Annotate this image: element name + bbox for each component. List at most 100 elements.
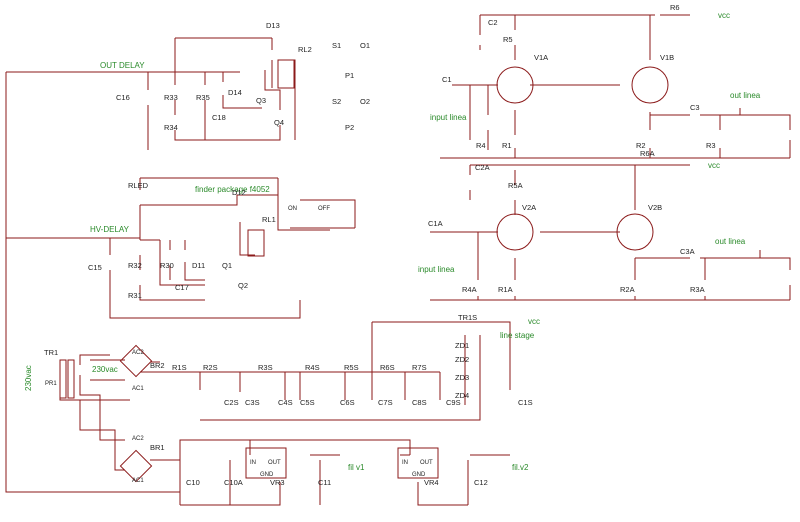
component-labels: C1 C2 C3 C1A C2A C3A R1 R2 R3 R4 R5 R6 R… bbox=[44, 3, 716, 487]
label-c3a: C3A bbox=[680, 247, 695, 256]
label-p2: P2 bbox=[345, 123, 354, 132]
label-ac2: AC2 bbox=[132, 350, 144, 356]
label-c1a: C1A bbox=[428, 219, 443, 228]
label-q2: Q2 bbox=[238, 281, 248, 290]
label-vcc-2: vcc bbox=[708, 161, 720, 170]
tube-v2a bbox=[496, 213, 534, 251]
label-c4s: C4S bbox=[278, 398, 293, 407]
relay-rl2-coil bbox=[277, 59, 295, 89]
label-c15: C15 bbox=[88, 263, 102, 272]
label-zd2: ZD2 bbox=[455, 355, 469, 364]
label-c6s: C6S bbox=[340, 398, 355, 407]
label-r7s: R7S bbox=[412, 363, 427, 372]
label-rl2: RL2 bbox=[298, 45, 312, 54]
label-out-delay: OUT DELAY bbox=[100, 61, 145, 70]
label-r5a: R5A bbox=[508, 181, 523, 190]
label-r31: R31 bbox=[128, 291, 142, 300]
label-r30: R30 bbox=[160, 261, 174, 270]
label-r3s: R3S bbox=[258, 363, 273, 372]
label-r4a: R4A bbox=[462, 285, 477, 294]
label-v1b: V1B bbox=[660, 53, 674, 62]
label-vr3-out: OUT bbox=[268, 460, 281, 466]
label-r3a: R3A bbox=[690, 285, 705, 294]
label-c1s: C1S bbox=[518, 398, 533, 407]
label-fil-v1: fil v1 bbox=[348, 463, 365, 472]
label-c8s: C8S bbox=[412, 398, 427, 407]
label-vr4: VR4 bbox=[424, 478, 439, 487]
label-c17: C17 bbox=[175, 283, 189, 292]
label-r33: R33 bbox=[164, 93, 178, 102]
label-o2: O2 bbox=[360, 97, 370, 106]
label-o1: O1 bbox=[360, 41, 370, 50]
label-c3s: C3S bbox=[245, 398, 260, 407]
label-c18: C18 bbox=[212, 113, 226, 122]
label-s2: S2 bbox=[332, 97, 341, 106]
vcc-labels: vcc vcc vcc bbox=[528, 11, 730, 326]
label-rl1: RL1 bbox=[262, 215, 276, 224]
label-zd3: ZD3 bbox=[455, 373, 469, 382]
label-vcc-1: vcc bbox=[718, 11, 730, 20]
label-vr4-in: IN bbox=[402, 460, 408, 466]
regulator-pins: IN OUT GND IN OUT GND bbox=[250, 460, 433, 478]
label-zd1: ZD1 bbox=[455, 341, 469, 350]
tubes bbox=[496, 66, 669, 251]
bridge-br1 bbox=[119, 449, 153, 483]
label-c7s: C7S bbox=[378, 398, 393, 407]
tube-v1b bbox=[631, 66, 669, 104]
bridge-br2 bbox=[119, 344, 153, 378]
label-hv-delay: HV-DELAY bbox=[90, 225, 130, 234]
label-r1s: R1S bbox=[172, 363, 187, 372]
label-c3: C3 bbox=[690, 103, 700, 112]
label-c2: C2 bbox=[488, 18, 498, 27]
label-d14: D14 bbox=[228, 88, 242, 97]
label-ac1b: AC1 bbox=[132, 478, 144, 484]
label-input-linea-1: input linea bbox=[430, 113, 467, 122]
label-230vac: 230vac bbox=[92, 365, 118, 374]
regulator-vr3 bbox=[245, 447, 287, 479]
label-q1: Q1 bbox=[222, 261, 232, 270]
label-v2b: V2B bbox=[648, 203, 662, 212]
label-r6: R6 bbox=[670, 3, 680, 12]
tube-v2b bbox=[616, 213, 654, 251]
label-line-stage: line stage bbox=[500, 331, 535, 340]
label-230vac-side: 230vac bbox=[24, 365, 33, 391]
label-rled: RLED bbox=[128, 181, 149, 190]
label-r6a: R6A bbox=[640, 149, 655, 158]
label-q4: Q4 bbox=[274, 118, 284, 127]
label-r4s: R4S bbox=[305, 363, 320, 372]
label-d11: D11 bbox=[192, 261, 205, 270]
label-br1: BR1 bbox=[150, 443, 165, 452]
label-vr3-in: IN bbox=[250, 460, 256, 466]
label-v2a: V2A bbox=[522, 203, 536, 212]
label-r35: R35 bbox=[196, 93, 210, 102]
label-ac2b: AC2 bbox=[132, 436, 144, 442]
label-r34: R34 bbox=[164, 123, 178, 132]
label-zd4: ZD4 bbox=[455, 391, 469, 400]
label-d12: D12 bbox=[232, 188, 246, 197]
bridge-pins: AC1 AC2 AC1 AC2 PR1 bbox=[45, 350, 144, 484]
label-c10: C10 bbox=[186, 478, 200, 487]
label-d13: D13 bbox=[266, 21, 280, 30]
label-pr1: PR1 bbox=[45, 381, 57, 387]
label-vr4-gnd: GND bbox=[412, 472, 426, 478]
label-c9s: C9S bbox=[446, 398, 461, 407]
label-c2a: C2A bbox=[475, 163, 490, 172]
tube-labels: V1A V1B V2A V2B bbox=[522, 53, 674, 212]
label-on: ON bbox=[288, 206, 297, 212]
relay-rl1-coil bbox=[247, 229, 265, 257]
label-r2: R2 bbox=[636, 141, 646, 150]
label-r6s: R6S bbox=[380, 363, 395, 372]
label-c11: C11 bbox=[318, 478, 331, 487]
label-input-linea-2: input linea bbox=[418, 265, 455, 274]
label-r1a: R1A bbox=[498, 285, 513, 294]
label-vr4-out: OUT bbox=[420, 460, 433, 466]
label-vr3: VR3 bbox=[270, 478, 285, 487]
label-vr3-gnd: GND bbox=[260, 472, 274, 478]
label-ac1: AC1 bbox=[132, 386, 144, 392]
label-vcc-3: vcc bbox=[528, 317, 540, 326]
label-c10a: C10A bbox=[224, 478, 243, 487]
label-v1a: V1A bbox=[534, 53, 548, 62]
label-r1: R1 bbox=[502, 141, 512, 150]
label-c12: C12 bbox=[474, 478, 488, 487]
